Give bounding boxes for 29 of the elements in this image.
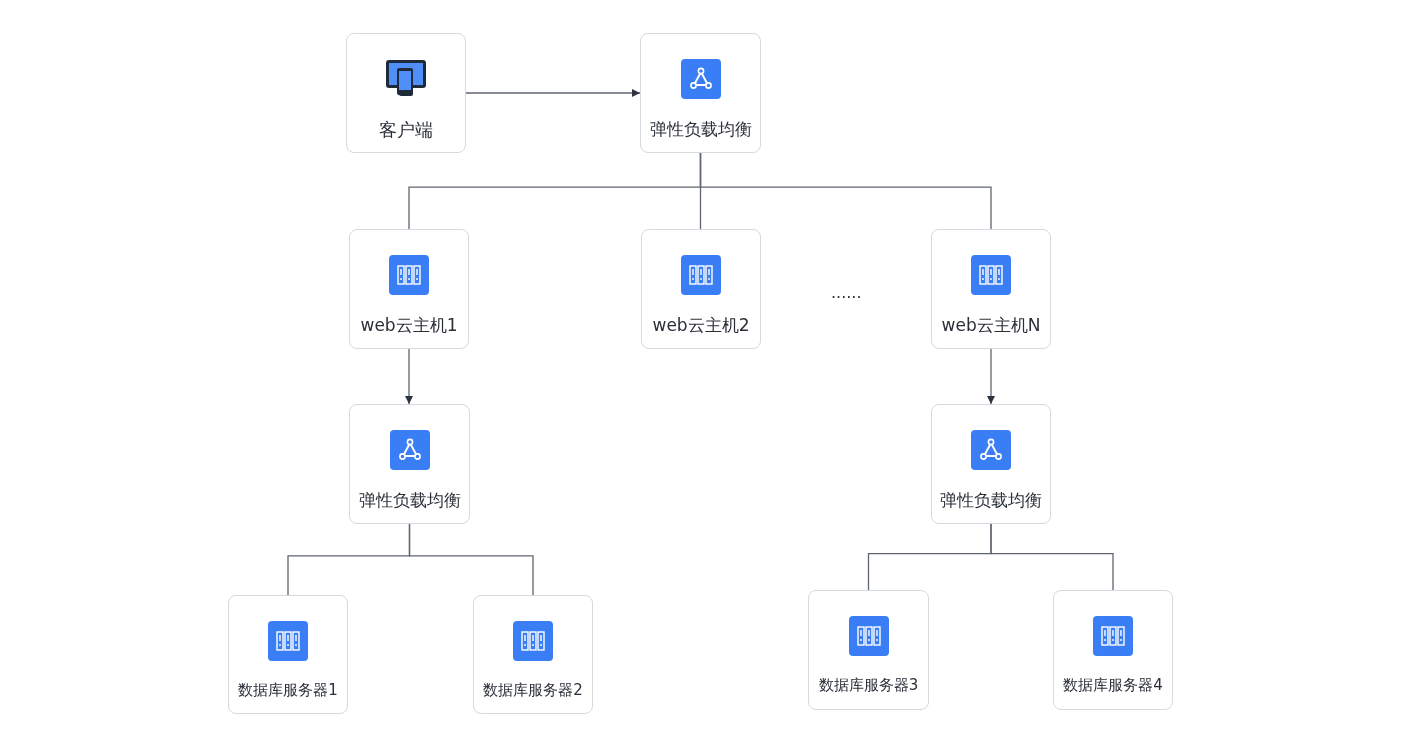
arrow [405,348,413,405]
card-label: 弹性负载均衡 [649,118,752,141]
service-card [931,404,1051,524]
card-label: 数据库服务器3 [818,676,919,695]
arrow [987,348,995,405]
service-card [228,595,348,714]
arrow [465,89,641,97]
card-label: 数据库服务器4 [1063,676,1163,695]
service-card [346,33,466,153]
service-card [641,229,761,349]
service-card [473,595,593,714]
card-label: web云主机1 [360,314,458,337]
ellipsis-text: ...... [831,283,862,302]
service-card [349,404,470,524]
connector-line [408,523,534,596]
service-card [640,33,761,153]
service-card [931,229,1051,349]
card-label: 客户端 [379,118,433,142]
connector-line [990,523,1114,591]
card-label: 弹性负载均衡 [940,489,1042,512]
connector-line [699,152,992,230]
service-card [808,590,929,710]
card-label: web云主机N [941,314,1041,337]
service-card [349,229,469,349]
service-card [1053,590,1173,710]
card-label: 弹性负载均衡 [358,489,461,512]
card-label: web云主机2 [652,314,750,337]
card-label: 数据库服务器1 [238,681,338,700]
card-label: 数据库服务器2 [483,681,583,700]
